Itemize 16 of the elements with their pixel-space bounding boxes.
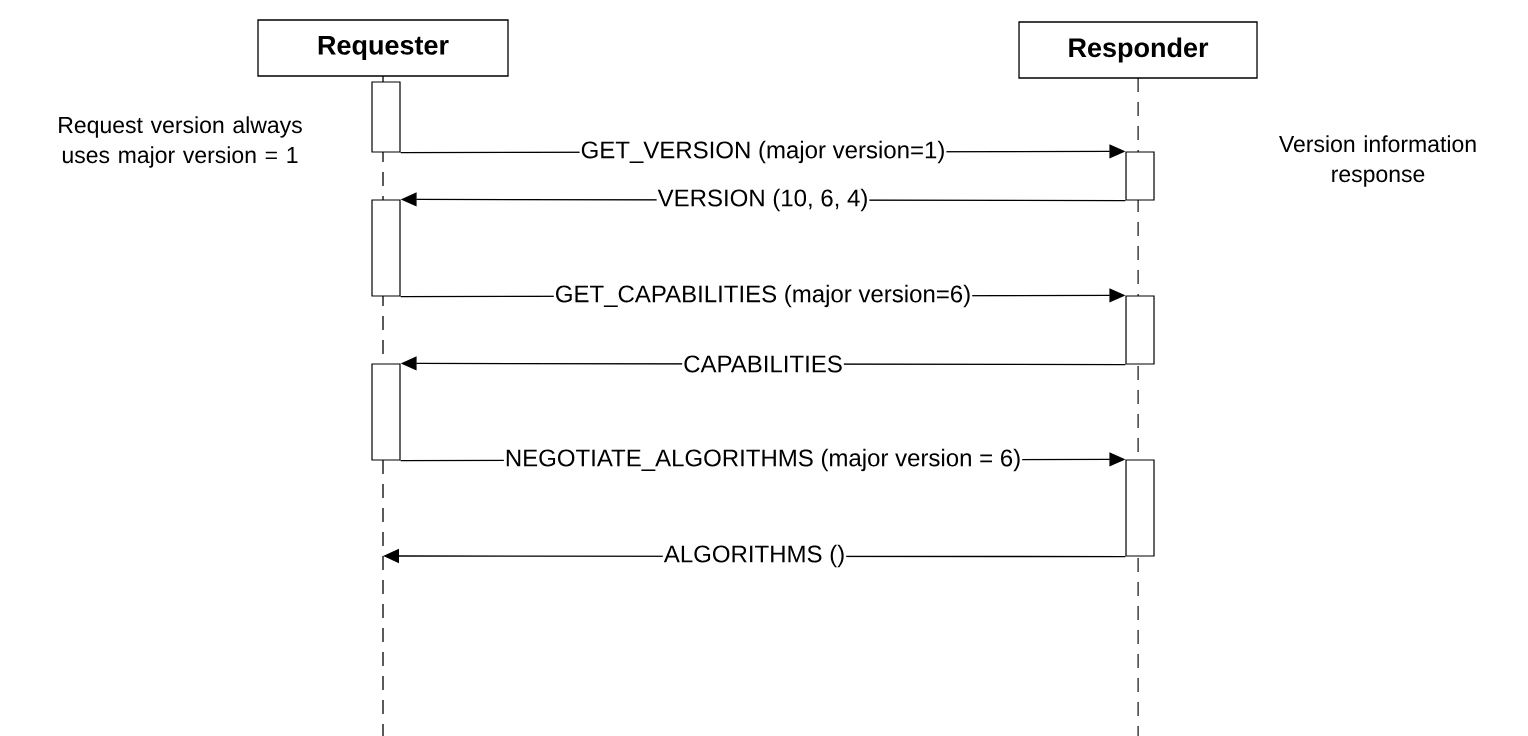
activation-bar [371,81,401,153]
edge-label: GET_VERSION (major version=1) [579,139,947,165]
note-text: Request version always uses major version = 1 [59,116,302,168]
activation-bar [1125,151,1155,201]
edge-label: CAPABILITIES [682,354,844,374]
participant-box: Requester [257,19,509,77]
activation-bar [371,199,401,297]
activation-bar [1125,459,1155,557]
activation-bar [1125,295,1155,365]
edge-label: NEGOTIATE_ALGORITHMS (major version = 6) [503,447,1023,473]
participant-box: Responder [1018,21,1258,79]
edge-label: ALGORITHMS () [662,543,847,569]
activation-bar [371,363,401,461]
edge-label: GET_CAPABILITIES (major version=6) [553,283,973,309]
edge-label: VERSION (10, 6, 4) [656,187,870,213]
note-text: Version information response [1279,135,1476,187]
